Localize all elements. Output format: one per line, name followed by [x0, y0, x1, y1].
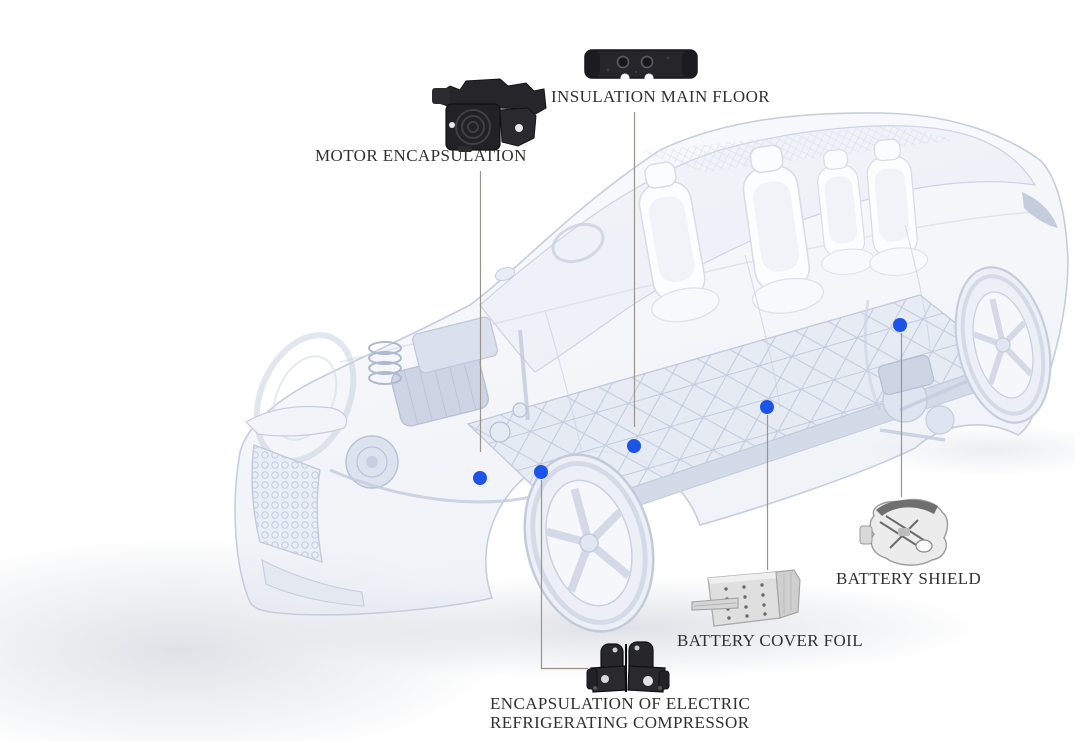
front-drivetrain [253, 316, 541, 504]
hotspot-battery-shield[interactable] [893, 318, 907, 332]
panoramic-roof [640, 124, 955, 172]
label-refrigerating-compressor: ENCAPSULATION OF ELECTRIC REFRIGERATING … [490, 694, 750, 732]
label-insulation-main-floor: INSULATION MAIN FLOOR [551, 87, 771, 106]
hotspot-battery-cover-foil[interactable] [760, 400, 774, 414]
label-battery-cover-foil: BATTERY COVER FOIL [677, 631, 864, 650]
label-refrigerating-compressor-line1: ENCAPSULATION OF ELECTRIC [490, 694, 751, 713]
refrigerating-compressor-part [586, 641, 670, 693]
motor-encapsulation-part [432, 78, 547, 152]
front-fascia [245, 405, 365, 607]
label-battery-shield: BATTERY SHIELD [836, 569, 982, 588]
hotspot-refrigerating-compressor[interactable] [534, 465, 548, 479]
rear-wheel [954, 266, 1052, 424]
steering-wheel [551, 222, 605, 264]
label-motor-encapsulation: MOTOR ENCAPSULATION [315, 146, 527, 165]
rear-drivetrain [863, 299, 971, 442]
battery-shield-part [859, 498, 949, 566]
hotspot-insulation-main-floor[interactable] [627, 439, 641, 453]
headlight [245, 405, 348, 437]
label-refrigerating-compressor-line2: REFRIGERATING COMPRESSOR [490, 713, 750, 732]
side-mirror [494, 266, 516, 282]
insulation-main-floor-part [584, 49, 698, 83]
lower-intake [261, 558, 365, 607]
taillight [1022, 192, 1058, 228]
battery-floor [466, 294, 1013, 531]
hotspot-motor-encapsulation[interactable] [473, 471, 487, 485]
battery-cover-foil-part [691, 569, 801, 627]
